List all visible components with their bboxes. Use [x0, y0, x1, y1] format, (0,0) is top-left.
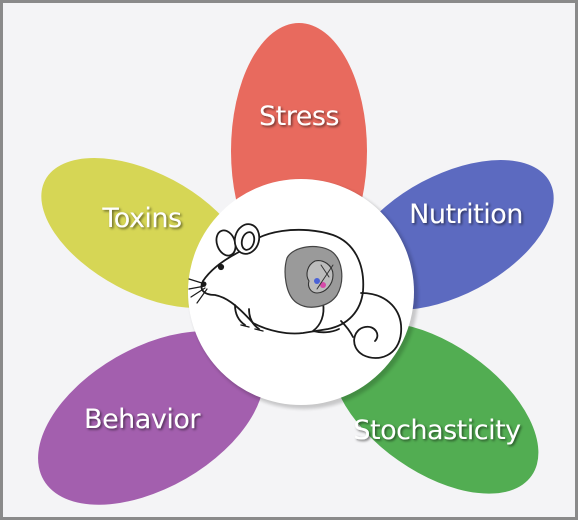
petal-behavior-shape — [38, 331, 264, 505]
petal-label-toxins: Toxins — [101, 203, 181, 234]
petal-label-stress: Stress — [259, 101, 339, 132]
flower-diagram: Stress Nutrition Stochasticity Behavior … — [38, 23, 554, 505]
petal-label-behavior: Behavior — [84, 404, 201, 435]
petal-label-stochasticity: Stochasticity — [353, 415, 521, 446]
petal-behavior — [38, 331, 264, 505]
petal-label-nutrition: Nutrition — [409, 199, 523, 230]
pregnant-mouse-icon — [188, 223, 402, 359]
